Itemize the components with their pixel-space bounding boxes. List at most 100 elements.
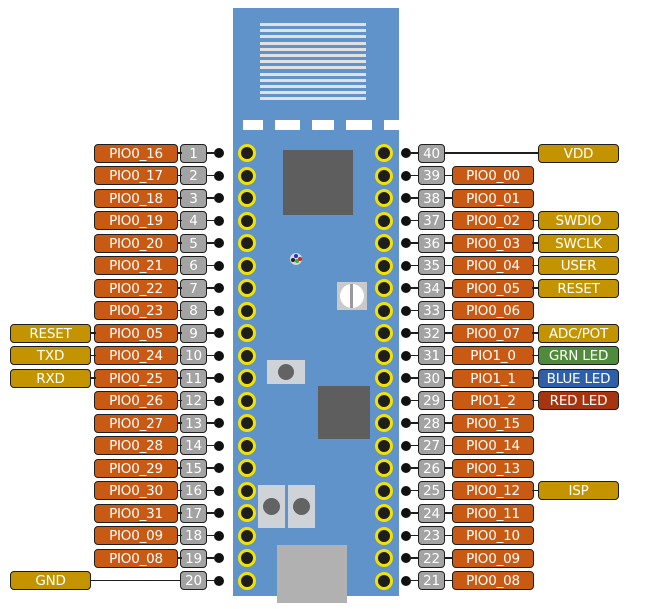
pin-wire xyxy=(409,332,419,334)
pin-wire xyxy=(409,444,419,447)
pio-label: PIO0_26 xyxy=(94,391,178,410)
function-label: RESET xyxy=(10,323,91,343)
pin-number: 40 xyxy=(418,143,445,163)
pin-wire xyxy=(444,422,453,424)
pin-number: 36 xyxy=(418,233,445,253)
pin-dot xyxy=(401,238,411,248)
pin-wire xyxy=(409,399,419,402)
board-gap-connector xyxy=(263,120,275,130)
pio-label: PIO0_18 xyxy=(94,188,178,208)
pin-wire xyxy=(89,377,96,379)
pin-dot xyxy=(401,215,411,226)
pin-wire xyxy=(409,377,419,379)
pin-pad xyxy=(375,369,393,387)
pin-number: 9 xyxy=(180,323,207,343)
pio-label: PIO0_00 xyxy=(452,166,534,185)
pin-wire xyxy=(409,287,419,289)
antenna-trace xyxy=(260,54,366,57)
pin-wire xyxy=(409,152,419,154)
pin-wire xyxy=(444,557,453,559)
pin-pad xyxy=(238,234,256,252)
pin-pad xyxy=(375,256,393,275)
pin-wire xyxy=(206,422,216,424)
pin-wire xyxy=(206,377,216,379)
antenna-trace xyxy=(260,29,366,33)
pio-label: PIO0_11 xyxy=(452,503,534,523)
pin-wire xyxy=(176,242,182,244)
pio-label: PIO1_0 xyxy=(452,346,534,365)
pin-wire xyxy=(206,287,216,289)
pio-label: PIO0_07 xyxy=(452,323,534,343)
pin-wire xyxy=(206,354,216,357)
potentiometer-icon[interactable] xyxy=(337,282,367,310)
pin-number: 22 xyxy=(418,548,445,568)
pin-pad xyxy=(375,504,393,522)
isp-button[interactable] xyxy=(288,485,315,528)
pin-dot xyxy=(401,553,411,563)
pin-pad xyxy=(375,279,393,297)
antenna-trace xyxy=(260,97,366,101)
pin-number: 18 xyxy=(180,526,207,545)
pin-dot xyxy=(214,148,224,158)
pin-number: 12 xyxy=(180,391,207,410)
pin-wire xyxy=(176,444,182,447)
pio-label: PIO0_29 xyxy=(94,458,178,478)
user-button[interactable] xyxy=(267,360,305,384)
pio-label: PIO1_2 xyxy=(452,391,534,410)
pin-number: 31 xyxy=(418,346,445,365)
pio-label: PIO0_03 xyxy=(452,233,534,253)
pin-pad xyxy=(375,459,393,477)
reset-button[interactable] xyxy=(258,485,285,528)
pin-dot xyxy=(214,328,224,338)
pin-number: 16 xyxy=(180,481,207,500)
pin-wire xyxy=(176,512,182,514)
pin-dot xyxy=(401,463,411,473)
pin-wire xyxy=(444,264,453,267)
pin-wire xyxy=(444,287,453,289)
pin-wire xyxy=(532,287,540,289)
pin-wire xyxy=(206,399,216,402)
pin-pad xyxy=(238,166,256,185)
pin-wire xyxy=(206,579,216,582)
pin-wire xyxy=(409,467,419,469)
function-label: GND xyxy=(10,571,91,590)
pin-number: 39 xyxy=(418,166,445,185)
pin-pad xyxy=(375,211,393,230)
pin-wire xyxy=(444,354,453,357)
antenna-trace xyxy=(260,23,366,26)
pin-pad xyxy=(375,189,393,207)
pin-wire xyxy=(176,489,182,492)
pin-wire xyxy=(176,309,182,312)
pin-wire xyxy=(444,579,453,582)
pin-wire xyxy=(206,219,216,222)
pio-label: PIO0_30 xyxy=(94,481,178,500)
pin-wire xyxy=(532,489,540,492)
pio-label: PIO0_27 xyxy=(94,413,178,433)
pin-number: 5 xyxy=(180,233,207,253)
pin-wire xyxy=(409,534,419,537)
board-gap-connector xyxy=(233,120,243,130)
pin-wire xyxy=(532,399,540,402)
pin-wire xyxy=(206,309,216,312)
pin-pad xyxy=(375,391,393,410)
pin-number: 23 xyxy=(418,526,445,545)
pio-label: PIO0_13 xyxy=(452,458,534,478)
pio-label: PIO0_08 xyxy=(452,571,534,590)
pin-wire xyxy=(206,534,216,537)
pio-label: PIO0_05 xyxy=(94,323,178,343)
pin-dot xyxy=(401,395,411,406)
pio-label: PIO0_09 xyxy=(452,548,534,568)
pin-number: 2 xyxy=(180,166,207,185)
pio-label: PIO0_05 xyxy=(452,278,534,298)
pin-pad xyxy=(375,324,393,342)
pin-wire xyxy=(444,332,453,334)
pin-dot xyxy=(214,530,224,541)
pin-wire xyxy=(444,534,453,537)
pin-pad xyxy=(238,549,256,567)
pin-dot xyxy=(214,238,224,248)
function-label: SWDIO xyxy=(538,211,619,230)
pin-number: 7 xyxy=(180,278,207,298)
pin-pad xyxy=(238,279,256,297)
pin-number: 1 xyxy=(180,143,207,163)
pin-wire xyxy=(176,174,182,177)
